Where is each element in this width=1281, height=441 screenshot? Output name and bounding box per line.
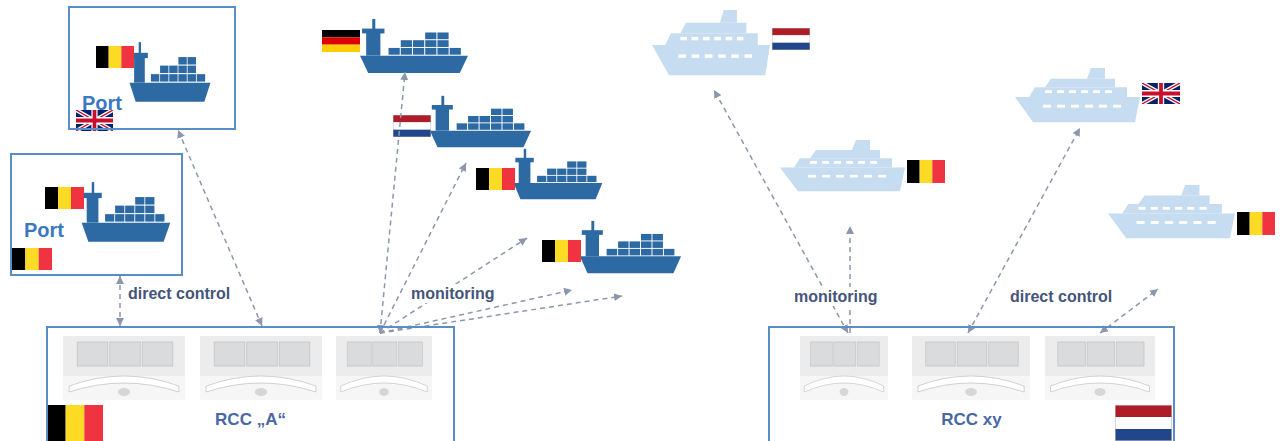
flag-belgium xyxy=(542,240,581,262)
cruise-ship xyxy=(780,140,905,191)
link-label: monitoring xyxy=(409,284,497,303)
cruise-ship xyxy=(652,10,770,75)
container-ship xyxy=(360,19,468,73)
cruise-ship xyxy=(1108,185,1235,238)
link-label-holder: direct control xyxy=(1008,287,1114,306)
control-console xyxy=(800,336,888,400)
flag-belgium xyxy=(1237,212,1275,235)
cruise-ship xyxy=(1015,68,1140,122)
monitoring-arrow xyxy=(849,226,851,333)
flag-belgium xyxy=(45,187,84,209)
flag-uk xyxy=(1142,83,1180,104)
flag-belgium xyxy=(47,405,103,441)
control-console xyxy=(912,336,1030,400)
link-label-holder: monitoring xyxy=(409,284,497,303)
edge-label: direct control xyxy=(126,284,232,303)
node-title: RCC xy xyxy=(941,410,1001,430)
link-label: direct control xyxy=(1008,287,1114,306)
control-console xyxy=(1045,336,1155,400)
flag-belgium xyxy=(12,248,52,270)
edge-label-holder: direct control xyxy=(126,284,232,303)
flag-belgium xyxy=(907,160,945,183)
control-centre-box: RCC xy xyxy=(768,326,1175,441)
port-box: Port xyxy=(10,153,183,276)
flag-germany xyxy=(322,30,360,52)
flag-netherlands xyxy=(772,28,810,50)
link-label-holder: monitoring xyxy=(792,287,880,306)
container-ship xyxy=(514,149,603,199)
link-label: monitoring xyxy=(792,287,880,306)
container-ship xyxy=(82,182,171,242)
node-title: Port xyxy=(82,92,122,115)
monitoring-arrow xyxy=(380,163,466,333)
monitoring-arrow xyxy=(380,238,527,333)
container-ship xyxy=(580,221,681,273)
flag-belgium xyxy=(96,46,134,68)
control-centre-box: RCC „A“ xyxy=(46,326,455,441)
control-console xyxy=(200,336,322,400)
monitoring-arrow xyxy=(380,72,405,333)
container-ship xyxy=(430,96,531,147)
port-box: Port xyxy=(68,6,236,130)
control-console xyxy=(63,336,185,400)
node-title: RCC „A“ xyxy=(215,410,286,430)
connector xyxy=(119,276,121,326)
flag-belgium xyxy=(476,168,515,190)
node-title: Port xyxy=(24,219,64,242)
container-ship xyxy=(130,42,211,102)
control-console xyxy=(336,336,432,400)
flag-netherlands xyxy=(1115,405,1172,441)
